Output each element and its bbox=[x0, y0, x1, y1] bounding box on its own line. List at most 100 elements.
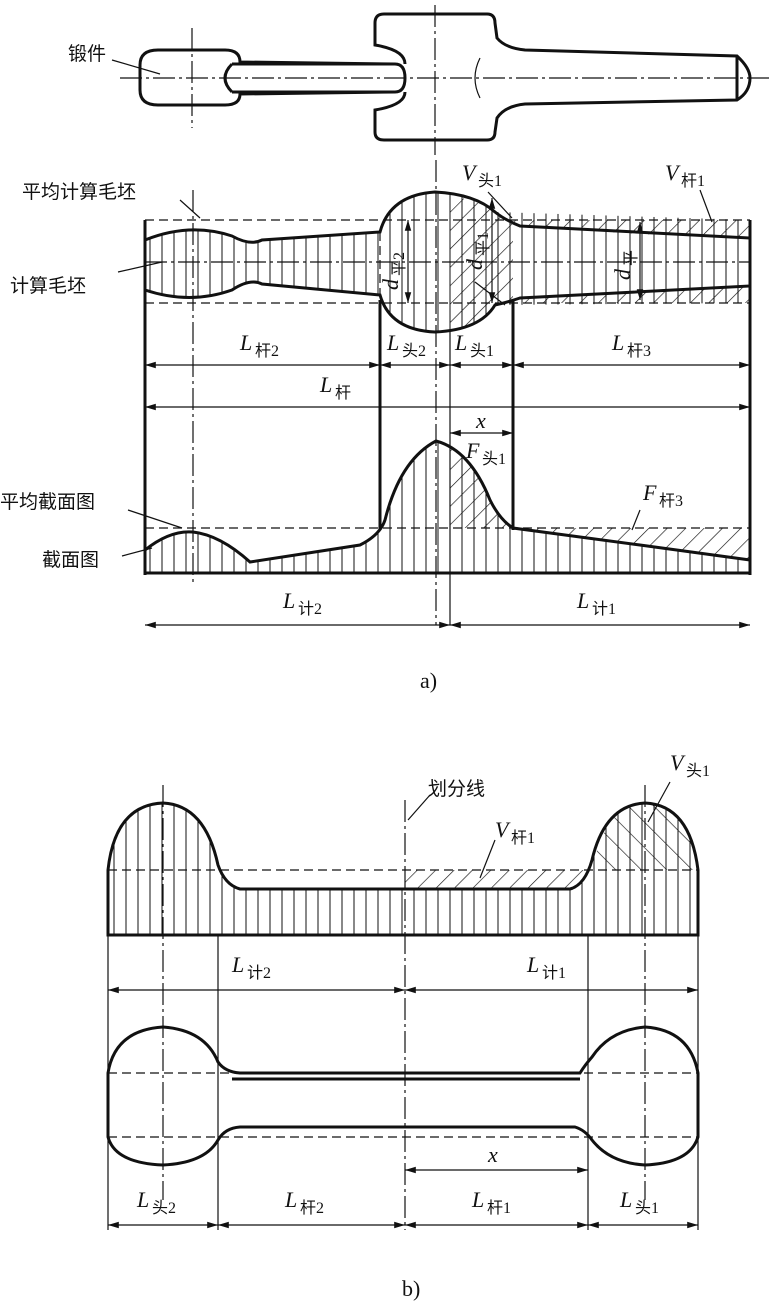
label-L-head2: L 头2 bbox=[386, 330, 426, 360]
svg-text:平: 平 bbox=[623, 250, 640, 266]
label-calc-blank: 计算毛坯 bbox=[10, 275, 86, 297]
svg-text:V: V bbox=[665, 160, 681, 185]
leader-calc-blank bbox=[117, 261, 163, 273]
label-d-avg: d 平 bbox=[610, 250, 640, 280]
svg-text:杆1: 杆1 bbox=[487, 1199, 511, 1217]
svg-text:L: L bbox=[136, 1187, 149, 1212]
forging-slot bbox=[223, 62, 395, 94]
svg-text:F: F bbox=[642, 480, 657, 505]
leader-divide-line bbox=[407, 794, 431, 821]
F-head1-region bbox=[450, 446, 513, 528]
leader-avg-section bbox=[127, 509, 183, 529]
label-L-rod: L 杆 bbox=[319, 372, 351, 402]
svg-text:L: L bbox=[454, 330, 467, 355]
svg-text:杆2: 杆2 bbox=[255, 342, 279, 360]
calc-blank-hatch bbox=[145, 192, 750, 332]
leader-V-head1 bbox=[487, 191, 513, 219]
svg-text:头1: 头1 bbox=[482, 450, 506, 468]
label-F-head1: F 头1 bbox=[465, 438, 506, 468]
svg-text:F: F bbox=[465, 438, 480, 463]
label-L-rod2-b: L 杆2 bbox=[284, 1187, 324, 1217]
svg-text:头1: 头1 bbox=[478, 172, 502, 190]
figure-b: 划分线 V 头1 V 杆1 L 计2 L 计1 x bbox=[106, 750, 710, 1301]
label-F-rod3: F 杆3 bbox=[642, 480, 683, 510]
label-x-a: x bbox=[475, 408, 486, 433]
svg-text:计2: 计2 bbox=[298, 600, 322, 618]
label-L-head1: L 头1 bbox=[454, 330, 494, 360]
label-forging: 锻件 bbox=[68, 43, 106, 65]
label-L-rod1-b: L 杆1 bbox=[471, 1187, 511, 1217]
caption-a: a) bbox=[420, 668, 437, 693]
svg-text:计1: 计1 bbox=[542, 964, 566, 982]
label-b-V-rod1: V 杆1 bbox=[495, 817, 535, 847]
F-rod3-region bbox=[513, 528, 750, 560]
b-V-head1-region bbox=[592, 803, 698, 870]
svg-text:平1: 平1 bbox=[475, 232, 492, 256]
svg-text:L: L bbox=[231, 952, 244, 977]
svg-text:头2: 头2 bbox=[402, 342, 426, 360]
svg-text:计2: 计2 bbox=[247, 964, 271, 982]
forging-leader bbox=[111, 59, 161, 75]
svg-text:计1: 计1 bbox=[592, 600, 616, 618]
label-L-calc2-b: L 计2 bbox=[231, 952, 271, 982]
svg-text:d: d bbox=[610, 268, 635, 280]
svg-text:d: d bbox=[462, 258, 487, 270]
section-curve bbox=[144, 439, 751, 564]
svg-text:L: L bbox=[386, 330, 399, 355]
svg-text:头1: 头1 bbox=[686, 762, 710, 780]
leader-b-V-head1 bbox=[647, 781, 671, 823]
svg-text:头2: 头2 bbox=[152, 1199, 176, 1217]
svg-text:杆1: 杆1 bbox=[511, 829, 535, 847]
label-section: 截面图 bbox=[42, 549, 99, 571]
label-V-rod1-a: V 杆1 bbox=[665, 160, 705, 190]
svg-text:L: L bbox=[611, 330, 624, 355]
b-V-rod1-region bbox=[405, 870, 585, 889]
svg-text:V: V bbox=[670, 750, 686, 775]
svg-text:V: V bbox=[495, 817, 511, 842]
caption-b: b) bbox=[402, 1276, 420, 1301]
label-L-calc2-a: L 计2 bbox=[282, 588, 322, 618]
svg-text:杆3: 杆3 bbox=[627, 342, 651, 360]
svg-text:L: L bbox=[471, 1187, 484, 1212]
figure-a: 平均计算毛坯 计算毛坯 V 头1 V 杆1 d 平2 d 平1 d 平 L 杆2 bbox=[0, 160, 752, 693]
svg-text:L: L bbox=[526, 952, 539, 977]
label-L-calc1-a: L 计1 bbox=[576, 588, 616, 618]
svg-text:L: L bbox=[319, 372, 332, 397]
label-avg-section: 平均截面图 bbox=[0, 491, 95, 513]
svg-text:L: L bbox=[576, 588, 589, 613]
label-L-calc1-b: L 计1 bbox=[526, 952, 566, 982]
label-L-head2-b: L 头2 bbox=[136, 1187, 176, 1217]
label-L-rod3: L 杆3 bbox=[611, 330, 651, 360]
svg-text:L: L bbox=[619, 1187, 632, 1212]
leader-avg-blank bbox=[179, 199, 201, 219]
label-divide-line: 划分线 bbox=[428, 778, 485, 800]
leader-section bbox=[121, 547, 153, 557]
calc-blank-outline bbox=[143, 190, 752, 334]
svg-text:头1: 头1 bbox=[635, 1199, 659, 1217]
label-avg-calc-blank: 平均计算毛坯 bbox=[22, 181, 136, 203]
V-head1-region bbox=[450, 196, 513, 331]
label-d-avg2: d 平2 bbox=[378, 252, 408, 290]
b-blank-outline bbox=[106, 1025, 700, 1167]
label-L-rod2: L 杆2 bbox=[239, 330, 279, 360]
label-d-avg1: d 平1 bbox=[462, 232, 492, 270]
leader-V-rod1 bbox=[699, 189, 713, 223]
forging-head-curve bbox=[474, 57, 481, 99]
label-V-head1-a: V 头1 bbox=[462, 160, 502, 190]
svg-text:杆: 杆 bbox=[335, 384, 351, 402]
svg-text:d: d bbox=[378, 278, 403, 290]
svg-text:L: L bbox=[282, 588, 295, 613]
leader-d-avg1 bbox=[474, 281, 506, 306]
svg-text:头1: 头1 bbox=[470, 342, 494, 360]
label-x-b: x bbox=[487, 1142, 498, 1167]
svg-text:平2: 平2 bbox=[391, 252, 408, 276]
svg-text:L: L bbox=[239, 330, 252, 355]
svg-text:L: L bbox=[284, 1187, 297, 1212]
label-L-head1-b: L 头1 bbox=[619, 1187, 659, 1217]
svg-text:V: V bbox=[462, 160, 478, 185]
svg-text:杆2: 杆2 bbox=[300, 1199, 324, 1217]
svg-text:杆3: 杆3 bbox=[659, 492, 683, 510]
leader-b-V-rod1 bbox=[479, 839, 496, 879]
forging-top-view: 锻件 bbox=[68, 5, 770, 155]
